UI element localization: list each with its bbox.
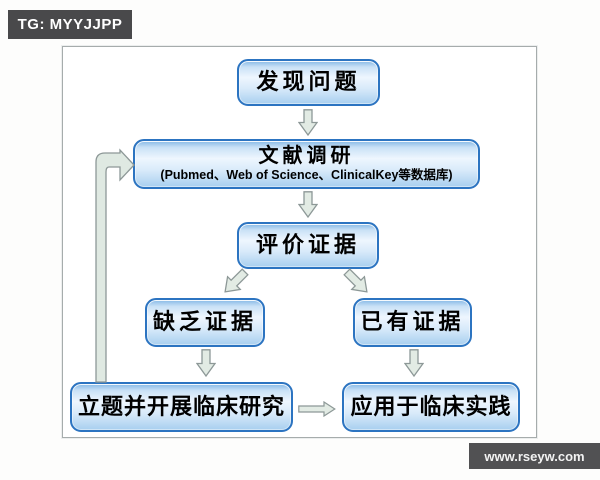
node-label: 应用于临床实践 (350, 393, 512, 419)
watermark-top-left-text: TG: MYYJJPP (17, 16, 123, 33)
node-evaluate-evidence: 评价证据 (237, 222, 379, 269)
node-label: 已有证据 (360, 309, 465, 335)
watermark-top-left: TG: MYYJJPP (8, 10, 132, 39)
node-start-clinical-research: 立题并开展临床研究 (70, 382, 293, 432)
arrow-diagonal-down-right-icon (339, 264, 374, 299)
arrow-right-icon (298, 401, 336, 417)
node-discover-problem: 发现问题 (237, 59, 380, 106)
node-label: 缺乏证据 (152, 309, 257, 335)
node-literature-survey: 文献调研 (Pubmed、Web of Science、ClinicalKey等… (133, 139, 480, 189)
watermark-bottom-right-text: www.rseyw.com (484, 448, 585, 464)
arrow-down-icon (196, 349, 216, 377)
watermark-bottom-right: www.rseyw.com (469, 443, 600, 469)
node-lack-evidence: 缺乏证据 (145, 298, 265, 347)
arrow-down-icon (298, 191, 318, 218)
arrow-diagonal-down-left-icon (217, 264, 252, 299)
node-label: 发现问题 (256, 69, 361, 95)
feedback-arrow-up-icon (90, 146, 140, 386)
node-label: 立题并开展临床研究 (77, 393, 285, 419)
arrow-down-icon (298, 109, 318, 136)
arrow-down-icon (404, 349, 424, 377)
node-label: 评价证据 (255, 232, 360, 258)
node-sublabel-databases: (Pubmed、Web of Science、ClinicalKey等数据库) (160, 168, 453, 183)
node-apply-clinical-practice: 应用于临床实践 (342, 382, 520, 432)
node-existing-evidence: 已有证据 (353, 298, 472, 347)
node-label: 文献调研 (258, 145, 355, 168)
